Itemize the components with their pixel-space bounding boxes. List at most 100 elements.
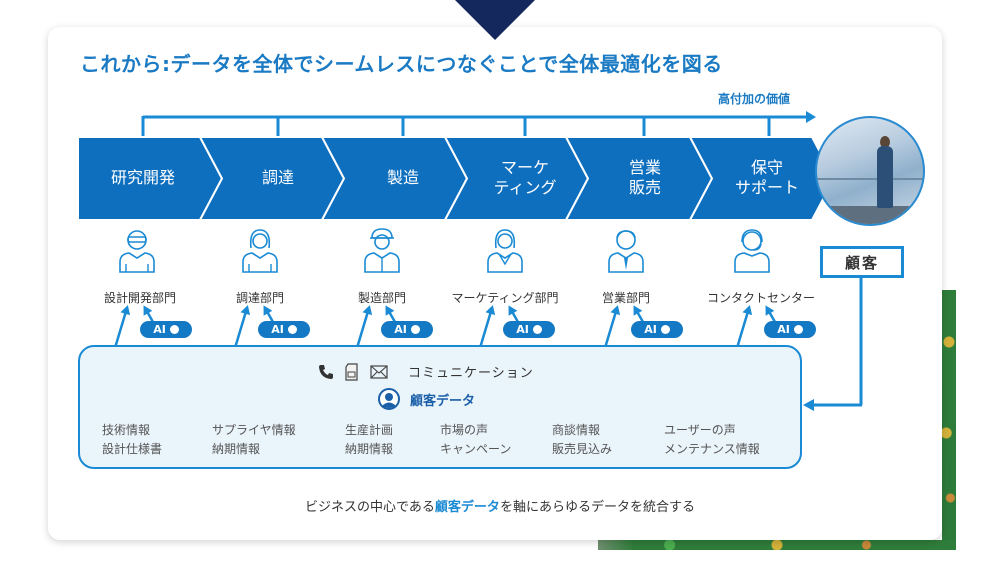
arrowhead-icon bbox=[120, 305, 131, 316]
ai-arrows bbox=[113, 305, 777, 349]
ai-arrow-line bbox=[603, 307, 619, 349]
arrowhead-icon bbox=[240, 305, 251, 316]
ai-label: AI bbox=[777, 323, 790, 336]
ai-badge: AI bbox=[631, 321, 683, 338]
mail-icon bbox=[370, 364, 388, 379]
dept-manufacturing: 製造部門 bbox=[357, 291, 406, 305]
data-item: 技術情報 bbox=[102, 423, 151, 437]
stage-label-line: ティング bbox=[493, 178, 557, 197]
ai-label: AI bbox=[271, 323, 284, 336]
female-person-icon bbox=[242, 229, 278, 273]
data-item: 納期情報 bbox=[212, 442, 261, 456]
arrowhead-icon bbox=[362, 305, 373, 316]
phone-icon bbox=[319, 364, 333, 379]
customer-box: 顧客 bbox=[820, 246, 904, 278]
stage-label-line: 研究開発 bbox=[110, 168, 175, 187]
ai-badge: AI bbox=[764, 321, 816, 338]
arrowhead-icon bbox=[485, 305, 496, 316]
customer-data-label: 顧客データ bbox=[410, 393, 476, 409]
dept-sales: 営業部門 bbox=[601, 291, 650, 305]
data-item: 生産計画 bbox=[345, 423, 394, 437]
ai-arrow-line bbox=[233, 307, 249, 349]
ai-label: AI bbox=[394, 323, 407, 336]
stage-label-line: 販売 bbox=[628, 178, 661, 197]
stage-label-line: 保守 bbox=[750, 158, 783, 177]
ai-badge: AI bbox=[381, 321, 433, 338]
arrowhead-icon bbox=[143, 305, 153, 316]
stage-marketing: マーケティング bbox=[470, 158, 580, 198]
brain-icon bbox=[793, 325, 803, 334]
data-column-procurement: サプライヤ情報納期情報 bbox=[212, 421, 296, 459]
brain-icon bbox=[287, 325, 297, 334]
caption-text: を軸にあらゆるデータを統合する bbox=[499, 500, 695, 515]
ai-arrow-line bbox=[113, 307, 129, 349]
data-item: サプライヤ情報 bbox=[212, 423, 296, 437]
data-item: 販売見込み bbox=[552, 442, 613, 456]
stage-label-line: マーケ bbox=[500, 158, 549, 177]
data-column-sales: 商談情報販売見込み bbox=[552, 421, 612, 459]
data-column-support: ユーザーの声メンテナンス情報 bbox=[664, 421, 760, 459]
stage-label-line: 調達 bbox=[261, 168, 294, 187]
stage-label-line: 製造 bbox=[386, 168, 419, 187]
caption-highlight: 顧客データ bbox=[434, 500, 500, 515]
communication-row: コミュニケーション bbox=[318, 362, 534, 381]
female-person-icon bbox=[487, 229, 523, 273]
process-chevron-band bbox=[77, 136, 836, 221]
stage-sales: 営業販売 bbox=[590, 158, 700, 198]
arrowhead-icon bbox=[508, 305, 518, 316]
stage-rnd: 研究開発 bbox=[88, 168, 198, 188]
customer-data-row: 顧客データ bbox=[378, 388, 475, 410]
process-chevron bbox=[688, 136, 836, 221]
background-foliage-right bbox=[942, 290, 956, 550]
diagram-title: これから:データを全体でシームレスにつなぐことで全体最適化を図る bbox=[80, 52, 723, 76]
ai-badge: AI bbox=[140, 321, 192, 338]
stage-procurement: 調達 bbox=[223, 168, 333, 188]
dept-marketing: マーケティング部門 bbox=[451, 291, 559, 305]
integrated-data-box bbox=[78, 345, 802, 469]
fax-icon bbox=[345, 362, 358, 381]
data-item: 納期情報 bbox=[345, 442, 394, 456]
businessman-person-icon bbox=[608, 230, 644, 273]
brain-icon bbox=[169, 325, 179, 334]
engineer-person-icon bbox=[119, 230, 155, 273]
stage-support: 保守サポート bbox=[712, 158, 822, 198]
stage-manufacturing: 製造 bbox=[348, 168, 458, 188]
ai-label: AI bbox=[153, 323, 166, 336]
ai-badge: AI bbox=[258, 321, 310, 338]
data-item: メンテナンス情報 bbox=[664, 442, 760, 456]
dept-contact-center: コンタクトセンター bbox=[706, 291, 815, 305]
ai-arrow-line bbox=[355, 307, 371, 349]
arrowhead-icon bbox=[263, 305, 273, 316]
ai-arrow-line bbox=[735, 307, 751, 349]
high-value-label: 高付加の価値 bbox=[718, 92, 791, 106]
ai-badge: AI bbox=[503, 321, 555, 338]
data-item: キャンペーン bbox=[440, 442, 512, 456]
data-item: ユーザーの声 bbox=[664, 423, 736, 437]
data-item: 設計仕様書 bbox=[102, 442, 163, 456]
ai-label: AI bbox=[644, 323, 657, 336]
dept-procurement: 調達部門 bbox=[235, 291, 284, 305]
arrowhead-icon bbox=[385, 305, 395, 316]
data-column-marketing: 市場の声キャンペーン bbox=[440, 421, 511, 459]
worker-helmet-person-icon bbox=[364, 228, 400, 273]
user-circle-icon bbox=[378, 388, 400, 410]
data-column-manufacturing: 生産計画納期情報 bbox=[345, 421, 393, 459]
arrowhead-icon bbox=[765, 305, 775, 316]
dept-design: 設計開発部門 bbox=[103, 291, 176, 305]
background-foliage-bottom bbox=[598, 540, 956, 550]
brain-icon bbox=[532, 325, 542, 334]
data-column-design: 技術情報設計仕様書 bbox=[102, 421, 162, 459]
arrowhead-icon bbox=[742, 305, 753, 316]
stage-label-line: サポート bbox=[734, 178, 799, 197]
down-triangle-icon bbox=[455, 0, 535, 40]
data-item: 商談情報 bbox=[552, 423, 601, 437]
caption-text: ビジネスの中心である bbox=[305, 500, 435, 515]
ai-arrow-line bbox=[478, 307, 494, 349]
bottom-caption: ビジネスの中心である顧客データを軸にあらゆるデータを統合する bbox=[0, 496, 1000, 515]
ai-label: AI bbox=[516, 323, 529, 336]
value-arrow bbox=[141, 111, 816, 137]
customer-photo bbox=[815, 116, 925, 226]
brain-icon bbox=[410, 325, 420, 334]
communication-label: コミュニケーション bbox=[408, 366, 534, 381]
